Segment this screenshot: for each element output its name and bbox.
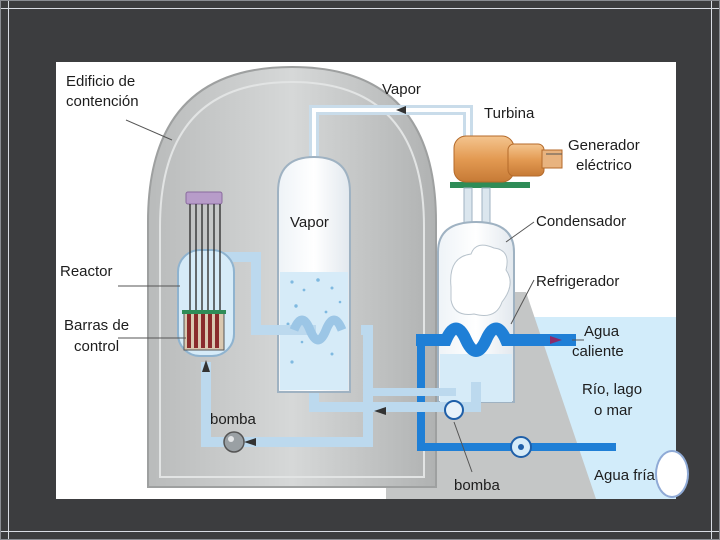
- pump-middle-icon: [444, 400, 464, 420]
- steam-generator-coil: [289, 315, 347, 345]
- label-vapor-top: Vapor: [382, 81, 421, 98]
- slide-frame-bottom: [0, 531, 720, 532]
- label-containment-2: contención: [66, 93, 139, 110]
- containment-inner: [159, 80, 425, 478]
- label-generator-2: eléctrico: [576, 157, 632, 174]
- turbine-base: [450, 182, 530, 188]
- label-turbine: Turbina: [484, 105, 535, 122]
- diagram-svg: Edificio de contención Vapor Turbina Gen…: [60, 65, 676, 499]
- generator-shaft: [541, 149, 563, 169]
- label-containment-1: Edificio de: [66, 73, 135, 90]
- label-hot-water-1: Agua: [584, 323, 620, 340]
- condenser-coil: [416, 322, 576, 357]
- slide-frame-right: [711, 0, 712, 540]
- condenser-steam-cloud: [450, 244, 511, 316]
- label-control-rods-1: Barras de: [64, 317, 129, 334]
- nuclear-plant-diagram: Edificio de contención Vapor Turbina Gen…: [56, 62, 676, 499]
- label-cold-water: Agua fría: [594, 467, 656, 484]
- slide-frame-left: [8, 0, 9, 540]
- control-rod-drive: [185, 191, 223, 205]
- generator-body: [507, 143, 545, 177]
- label-pump-left: bomba: [210, 411, 257, 428]
- steam-arrow: [396, 106, 406, 114]
- label-vapor-inner: Vapor: [290, 214, 329, 231]
- label-control-rods-2: control: [74, 338, 119, 355]
- label-refrigerator: Refrigerador: [536, 273, 619, 290]
- label-reactor: Reactor: [60, 263, 113, 280]
- cold-water-pipe: [417, 340, 596, 451]
- primary-loop-bottom: [201, 325, 373, 447]
- pump-left-icon: [223, 431, 245, 453]
- label-hot-water-2: caliente: [572, 343, 624, 360]
- slide-frame-top: [0, 8, 720, 9]
- label-condenser: Condensador: [536, 213, 626, 230]
- label-pump-bottom: bomba: [454, 477, 501, 494]
- slide-page-indicator: [655, 450, 689, 498]
- label-river-2: o mar: [594, 402, 632, 419]
- turbine-body: [453, 135, 515, 183]
- primary-loop-top: [221, 252, 316, 335]
- label-generator-1: Generador: [568, 137, 640, 154]
- label-river-1: Río, lago: [582, 381, 642, 398]
